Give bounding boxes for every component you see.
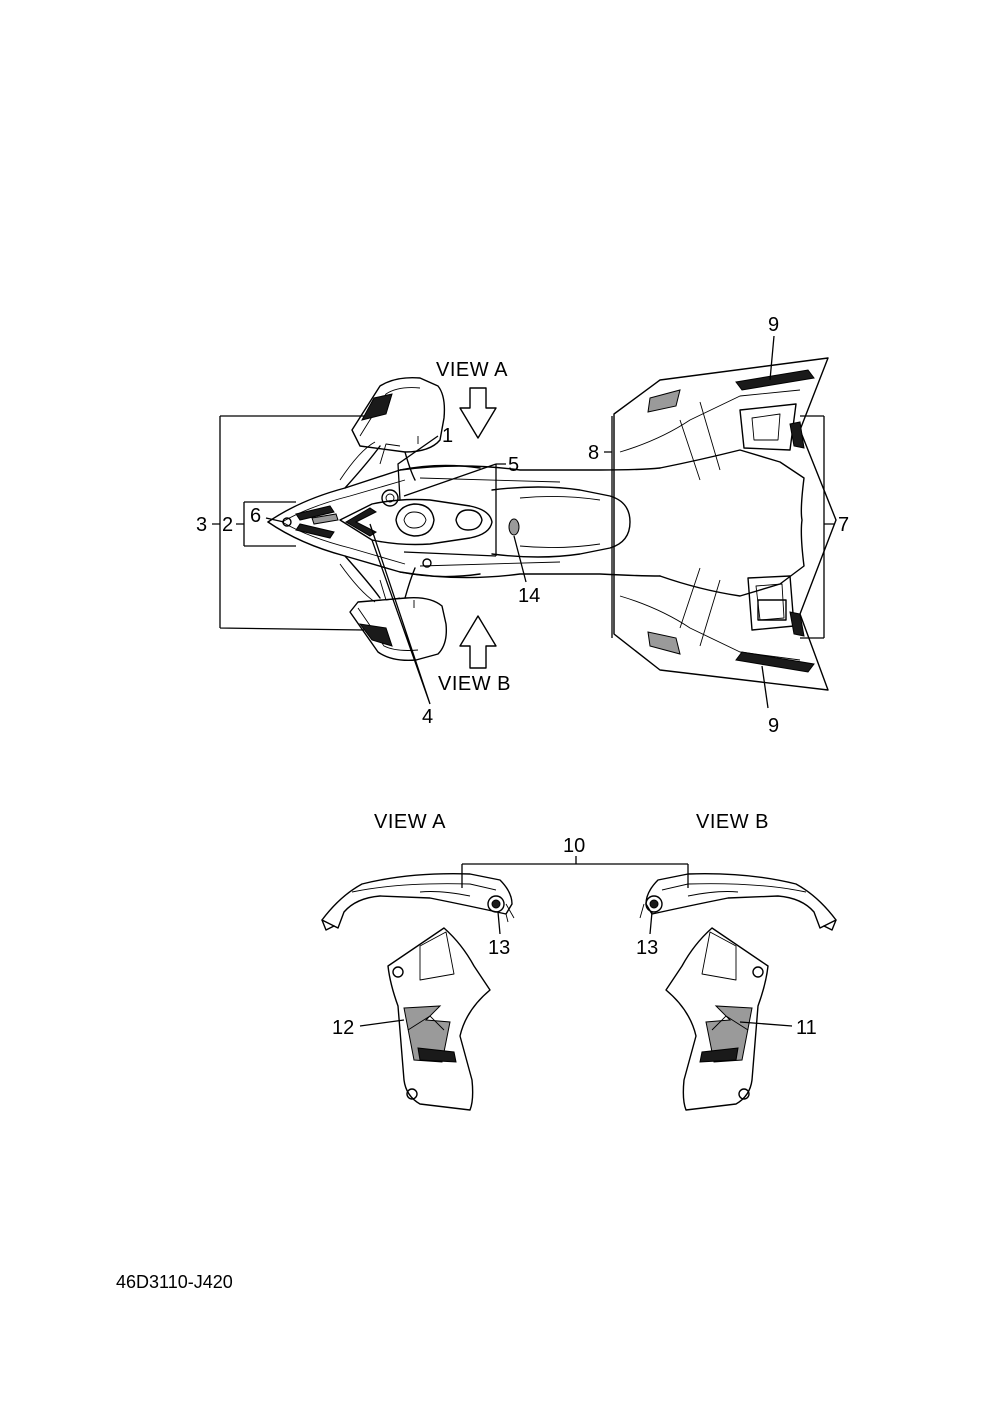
leader-lines-top xyxy=(212,335,834,709)
view-a-label-detail: VIEW A xyxy=(374,811,446,833)
callout-8: 8 xyxy=(588,442,599,464)
deck-top-view xyxy=(267,357,837,691)
callout-7: 7 xyxy=(838,514,849,536)
callout-9-bottom: 9 xyxy=(768,715,779,737)
diagram-code: 46D3110-J420 xyxy=(116,1272,233,1292)
view-b-label-detail: VIEW B xyxy=(696,811,769,833)
callout-13-left: 13 xyxy=(488,937,510,959)
callout-10: 10 xyxy=(563,835,585,857)
callout-2: 2 xyxy=(222,514,233,536)
callout-14: 14 xyxy=(518,585,540,607)
side-panel-left xyxy=(387,927,491,1111)
callout-6: 6 xyxy=(250,505,261,527)
callout-13-right: 13 xyxy=(636,937,658,959)
callout-3: 3 xyxy=(196,514,207,536)
rail-view-a xyxy=(321,873,515,931)
view-b-arrow xyxy=(459,615,497,669)
view-b-label-top: VIEW B xyxy=(438,673,511,695)
callout-12: 12 xyxy=(332,1017,354,1039)
side-panel-right xyxy=(665,927,769,1111)
callout-1: 1 xyxy=(442,425,453,447)
rail-view-b xyxy=(639,873,837,931)
callout-9-top: 9 xyxy=(768,314,779,336)
view-a-arrow xyxy=(459,387,497,439)
callout-11: 11 xyxy=(796,1017,817,1039)
callout-4: 4 xyxy=(422,706,433,728)
view-a-label-top: VIEW A xyxy=(436,359,508,381)
callout-5: 5 xyxy=(508,454,519,476)
